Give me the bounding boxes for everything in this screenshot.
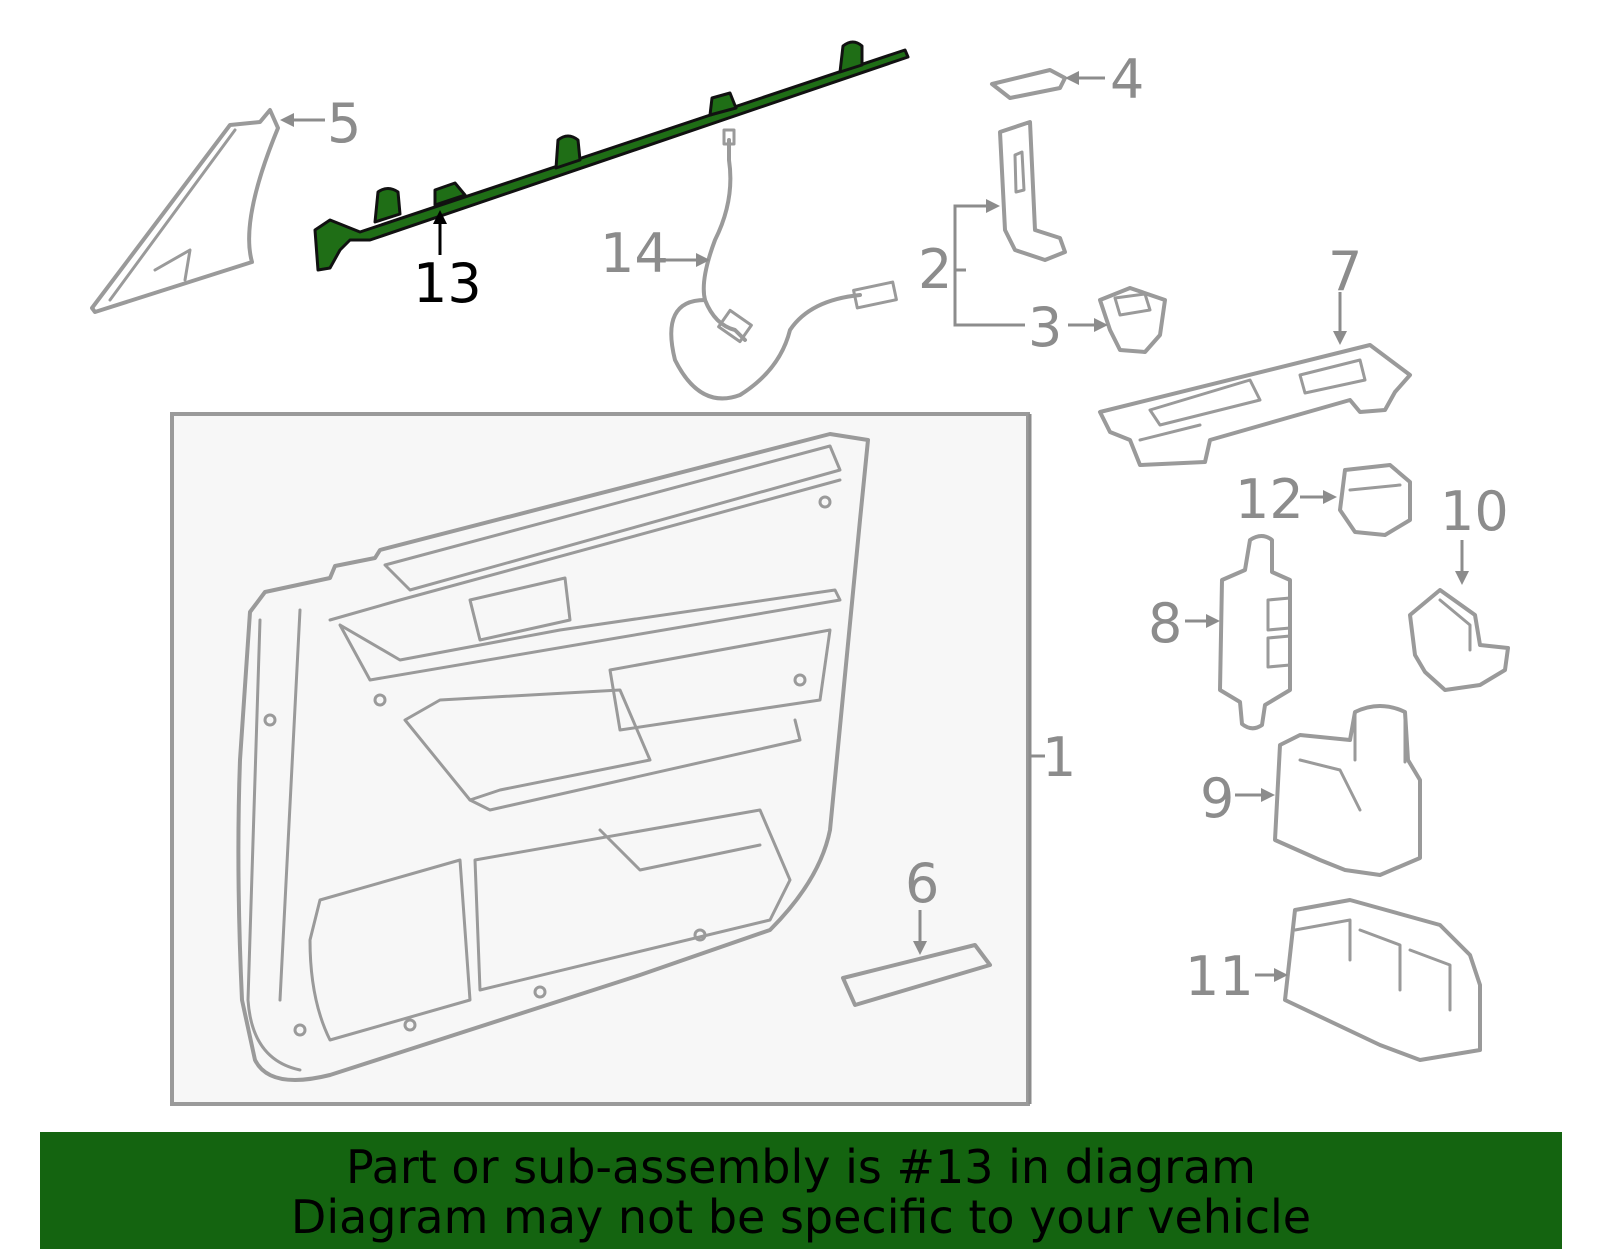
callout-6: 6 <box>905 852 939 915</box>
callout-10: 10 <box>1440 480 1509 543</box>
callout-12: 12 <box>1235 468 1304 531</box>
banner-line-2: Diagram may not be specific to your vehi… <box>290 1190 1312 1244</box>
callout-7: 7 <box>1328 240 1362 303</box>
callout-1: 1 <box>1042 726 1076 789</box>
part-6-pad <box>841 943 992 1007</box>
callout-11: 11 <box>1185 945 1254 1008</box>
info-banner: Part or sub-assembly is #13 in diagram D… <box>40 1132 1562 1249</box>
part-10-switch <box>1408 588 1510 692</box>
callout-13: 13 <box>413 252 482 315</box>
part-5-corner-trim <box>90 108 280 314</box>
callout-2: 2 <box>918 238 952 301</box>
part-9-mirror-switch <box>1273 704 1422 877</box>
leader-lines <box>280 71 1469 1104</box>
parts-diagram: 1 2 3 4 5 6 7 8 9 10 11 12 13 14 <box>90 40 1510 1106</box>
banner-line-1: Part or sub-assembly is #13 in diagram <box>346 1140 1256 1194</box>
part-2-bracket <box>998 120 1067 262</box>
part-4-cover <box>990 68 1067 100</box>
callout-14: 14 <box>600 222 669 285</box>
callout-9: 9 <box>1200 767 1234 830</box>
callout-3: 3 <box>1028 296 1062 359</box>
part-14-wire-harness <box>669 128 898 401</box>
part-1-door-trim-panel <box>170 412 1030 1106</box>
part-8-switch-assembly <box>1218 534 1292 731</box>
part-12-switch <box>1338 463 1412 537</box>
part-11-master-switch <box>1283 898 1482 1062</box>
part-13-door-belt-moulding <box>313 40 910 272</box>
callout-5: 5 <box>327 92 361 155</box>
callout-4: 4 <box>1110 48 1144 111</box>
part-7-switch-base <box>1098 343 1412 467</box>
callout-labels: 1 2 3 4 5 6 7 8 9 10 11 12 13 14 <box>327 48 1509 1008</box>
callout-8: 8 <box>1148 592 1182 655</box>
part-3-clip <box>1098 286 1167 354</box>
